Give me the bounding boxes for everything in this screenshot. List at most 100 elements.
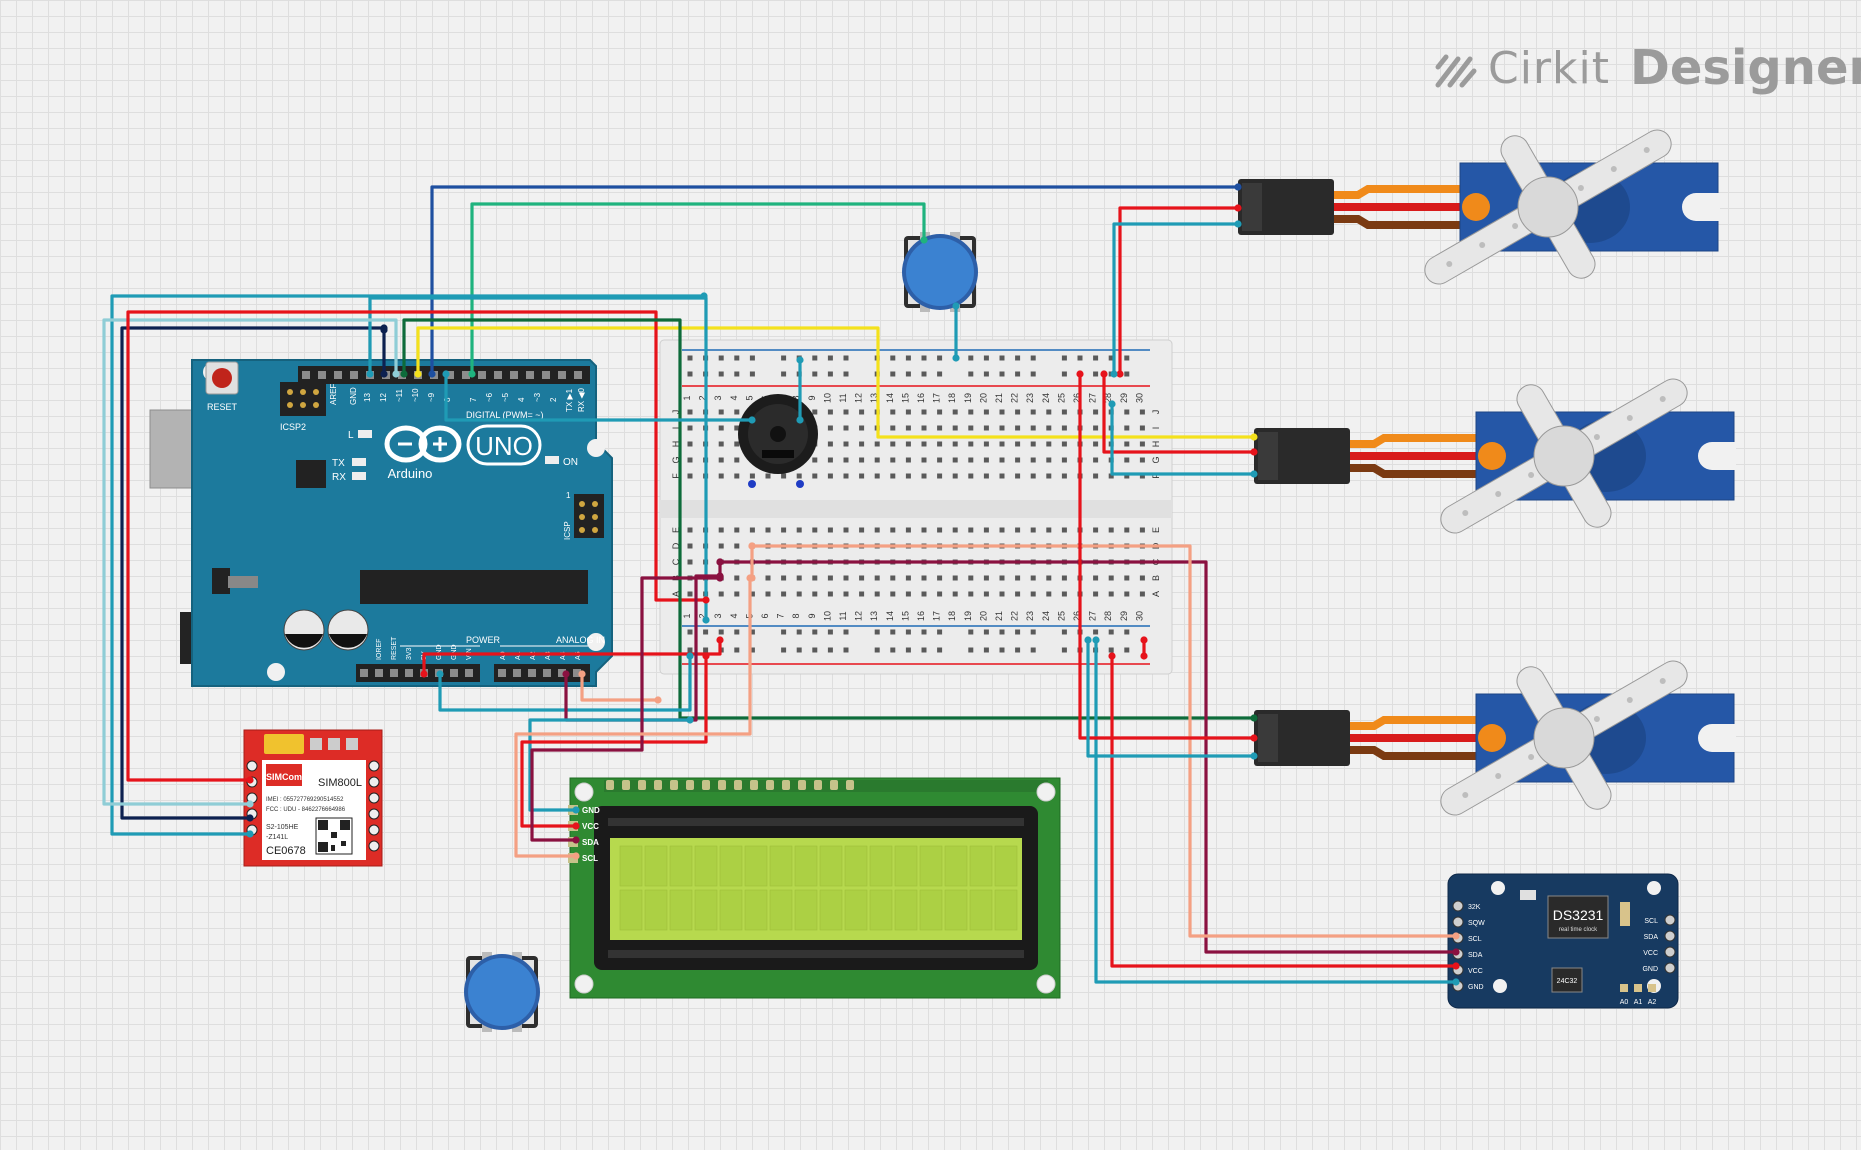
rail-hole[interactable]	[749, 629, 755, 635]
breadboard-hole[interactable]	[812, 457, 818, 463]
breadboard-hole[interactable]	[983, 441, 989, 447]
breadboard-hole[interactable]	[827, 473, 833, 479]
power-header-pin[interactable]	[465, 669, 473, 677]
breadboard-hole[interactable]	[999, 457, 1005, 463]
rail-hole[interactable]	[937, 647, 943, 653]
breadboard-hole[interactable]	[827, 527, 833, 533]
breadboard-hole[interactable]	[983, 409, 989, 415]
breadboard-hole[interactable]	[812, 473, 818, 479]
breadboard-hole[interactable]	[983, 575, 989, 581]
rail-hole[interactable]	[843, 355, 849, 361]
analog-header-pin[interactable]	[573, 669, 581, 677]
breadboard-hole[interactable]	[1046, 457, 1052, 463]
breadboard-hole[interactable]	[921, 457, 927, 463]
breadboard-hole[interactable]	[1015, 441, 1021, 447]
power-header-pin[interactable]	[405, 669, 413, 677]
breadboard-hole[interactable]	[1124, 425, 1130, 431]
breadboard-hole[interactable]	[937, 473, 943, 479]
rail-hole[interactable]	[905, 355, 911, 361]
rail-hole[interactable]	[874, 629, 880, 635]
breadboard-hole[interactable]	[781, 527, 787, 533]
breadboard-hole[interactable]	[983, 457, 989, 463]
rail-hole[interactable]	[1108, 647, 1114, 653]
breadboard-hole[interactable]	[874, 457, 880, 463]
breadboard-hole[interactable]	[890, 457, 896, 463]
rail-hole[interactable]	[1030, 371, 1036, 377]
breadboard-hole[interactable]	[1124, 575, 1130, 581]
breadboard-hole[interactable]	[734, 575, 740, 581]
rail-hole[interactable]	[890, 647, 896, 653]
rail-hole[interactable]	[827, 371, 833, 377]
rail-hole[interactable]	[734, 371, 740, 377]
analog-header-pin[interactable]	[558, 669, 566, 677]
rail-hole[interactable]	[812, 629, 818, 635]
breadboard-hole[interactable]	[765, 473, 771, 479]
rail-hole[interactable]	[1015, 647, 1021, 653]
rail-hole[interactable]	[749, 371, 755, 377]
breadboard-hole[interactable]	[937, 425, 943, 431]
gsm-right-pin[interactable]	[368, 760, 380, 772]
breadboard-hole[interactable]	[1108, 591, 1114, 597]
breadboard-hole[interactable]	[1061, 473, 1067, 479]
rail-hole[interactable]	[921, 371, 927, 377]
breadboard-hole[interactable]	[843, 457, 849, 463]
breadboard-hole[interactable]	[859, 575, 865, 581]
breadboard-hole[interactable]	[812, 575, 818, 581]
breadboard-hole[interactable]	[1015, 591, 1021, 597]
breadboard-hole[interactable]	[1046, 591, 1052, 597]
breadboard-hole[interactable]	[718, 473, 724, 479]
rail-hole[interactable]	[1030, 629, 1036, 635]
breadboard-hole[interactable]	[796, 591, 802, 597]
breadboard-hole[interactable]	[921, 441, 927, 447]
breadboard-hole[interactable]	[968, 425, 974, 431]
breadboard-hole[interactable]	[905, 409, 911, 415]
breadboard-hole[interactable]	[890, 425, 896, 431]
rail-hole[interactable]	[734, 629, 740, 635]
breadboard-hole[interactable]	[1061, 409, 1067, 415]
rail-hole[interactable]	[968, 371, 974, 377]
breadboard-hole[interactable]	[1030, 457, 1036, 463]
rail-hole[interactable]	[718, 371, 724, 377]
rail-hole[interactable]	[1061, 371, 1067, 377]
breadboard-hole[interactable]	[905, 425, 911, 431]
breadboard-hole[interactable]	[859, 425, 865, 431]
breadboard-hole[interactable]	[1139, 457, 1145, 463]
rail-hole[interactable]	[937, 355, 943, 361]
analog-header-pin[interactable]	[528, 669, 536, 677]
header-pin[interactable]	[558, 371, 566, 379]
breadboard-hole[interactable]	[952, 591, 958, 597]
header-pin[interactable]	[494, 371, 502, 379]
rail-hole[interactable]	[1077, 355, 1083, 361]
breadboard-hole[interactable]	[827, 441, 833, 447]
breadboard-hole[interactable]	[734, 543, 740, 549]
rtc-pin[interactable]	[1452, 916, 1464, 928]
rail-hole[interactable]	[1124, 371, 1130, 377]
breadboard-hole[interactable]	[874, 441, 880, 447]
rail-hole[interactable]	[843, 629, 849, 635]
rail-hole[interactable]	[999, 647, 1005, 653]
rail-hole[interactable]	[703, 647, 709, 653]
header-pin[interactable]	[334, 371, 342, 379]
breadboard-hole[interactable]	[1046, 409, 1052, 415]
breadboard-hole[interactable]	[983, 591, 989, 597]
breadboard-hole[interactable]	[890, 591, 896, 597]
rail-hole[interactable]	[1124, 629, 1130, 635]
breadboard-hole[interactable]	[843, 425, 849, 431]
breadboard-hole[interactable]	[843, 441, 849, 447]
ds3231-rtc-module[interactable]: DS3231 real time clock 24C32 32KSQWSCLSD…	[1447, 873, 1679, 1009]
analog-header-pin[interactable]	[513, 669, 521, 677]
breadboard-hole[interactable]	[749, 591, 755, 597]
breadboard-hole[interactable]	[859, 473, 865, 479]
pushbutton-bottom[interactable]	[464, 952, 540, 1032]
lcd-pin[interactable]	[568, 837, 578, 847]
breadboard-hole[interactable]	[1124, 457, 1130, 463]
breadboard-hole[interactable]	[999, 575, 1005, 581]
breadboard-hole[interactable]	[937, 457, 943, 463]
breadboard-hole[interactable]	[1061, 457, 1067, 463]
rail-hole[interactable]	[718, 629, 724, 635]
breadboard-hole[interactable]	[1093, 425, 1099, 431]
rail-hole[interactable]	[968, 355, 974, 361]
breadboard-hole[interactable]	[921, 425, 927, 431]
